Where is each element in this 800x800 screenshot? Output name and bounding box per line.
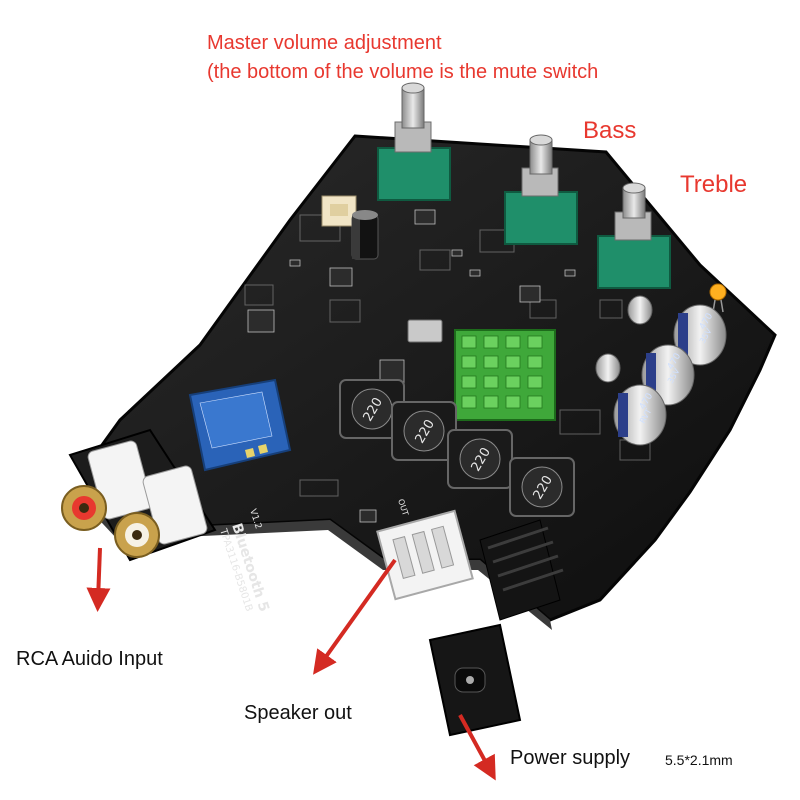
speaker-out-terminal <box>376 509 474 601</box>
master-volume-label: Master volume adjustment <box>207 32 442 54</box>
treble-potentiometer <box>597 182 671 289</box>
small-capacitor-silver <box>595 295 653 383</box>
power-arrow <box>458 714 496 781</box>
led-indicator <box>709 283 727 313</box>
power-spec-label: 5.5*2.1mm <box>665 752 733 768</box>
master-volume-note: (the bottom of the volume is the mute sw… <box>207 61 599 83</box>
capacitor-3: 470 RVT <box>613 384 667 446</box>
speaker-out-label: Speaker out <box>244 702 352 724</box>
heatsink <box>454 329 556 421</box>
regulator-heatsink <box>479 519 564 621</box>
rca-input-label: RCA Auido Input <box>16 648 163 670</box>
rca-input-jacks <box>61 428 217 562</box>
rca-arrow <box>86 547 111 612</box>
inductor-3: 220 <box>447 429 513 489</box>
dc-power-jack <box>428 623 522 737</box>
speaker-arrow <box>313 558 397 675</box>
capacitor-1: 470 35V <box>673 304 727 366</box>
treble-label: Treble <box>680 171 748 198</box>
bass-potentiometer <box>504 134 578 245</box>
inductor-4: 220 <box>509 457 575 517</box>
master-volume-potentiometer <box>377 82 451 201</box>
bluetooth-module <box>188 378 292 472</box>
small-capacitor <box>351 210 379 260</box>
inductor-2: 220 <box>391 401 457 461</box>
annotation-arrows <box>86 547 496 781</box>
mute-switch <box>321 195 357 227</box>
bass-label: Bass <box>583 117 637 144</box>
power-supply-label: Power supply <box>510 747 631 769</box>
